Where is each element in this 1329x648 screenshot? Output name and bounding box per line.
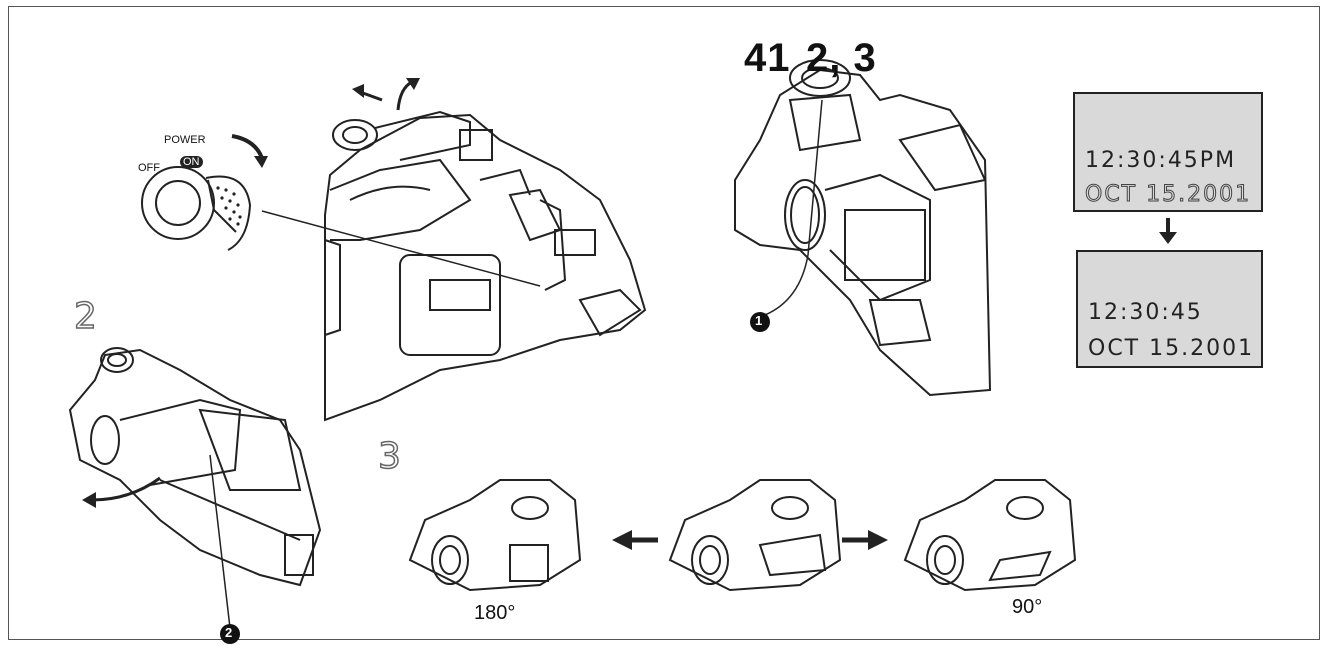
swing-arrow <box>92 478 160 500</box>
power-on-label: ON <box>180 156 203 168</box>
camera-lcd-open-view <box>70 348 320 585</box>
camera-side-view <box>325 112 645 420</box>
step-1-sub: 2, 3 <box>806 36 877 81</box>
power-dots <box>216 186 241 225</box>
camera-small-180 <box>410 480 580 590</box>
direction-arrows <box>612 530 888 550</box>
swing-arrowhead <box>82 492 96 508</box>
angle-180-label: 180° <box>474 602 515 625</box>
rotate-arrow <box>232 136 262 158</box>
callout-2-label: 2 <box>225 625 232 640</box>
camera-front-view <box>735 60 990 395</box>
lcd-top-time: 12:30:45PM <box>1085 148 1236 173</box>
callout-1-leader-up <box>808 100 822 255</box>
camera-small-center <box>670 480 840 590</box>
camera-small-90 <box>905 480 1075 590</box>
step-2-label: 2 <box>74 296 97 337</box>
lcd-bottom-time: 12:30:45 <box>1088 300 1203 325</box>
lcd-display-bottom: 12:30:45 OCT 15.2001 <box>1076 250 1263 368</box>
rotate-arrowhead <box>254 156 268 168</box>
power-off-label: OFF <box>138 162 160 174</box>
step-3-label: 3 <box>378 436 401 477</box>
power-label: POWER <box>164 134 206 146</box>
lcd-top-date: OCT 15.2001 <box>1085 182 1251 207</box>
lcd-down-arrow <box>1159 218 1177 244</box>
angle-90-label: 90° <box>1012 596 1042 619</box>
lcd-bottom-date: OCT 15.2001 <box>1088 336 1254 361</box>
step-1-number: 41 <box>744 36 791 81</box>
callout-1-leader <box>765 255 808 315</box>
lcd-display-top: 12:30:45PM OCT 15.2001 <box>1073 92 1263 212</box>
motion-arrows <box>352 78 420 110</box>
callout-1-label: 1 <box>755 313 762 328</box>
power-switch-dial <box>142 167 250 250</box>
